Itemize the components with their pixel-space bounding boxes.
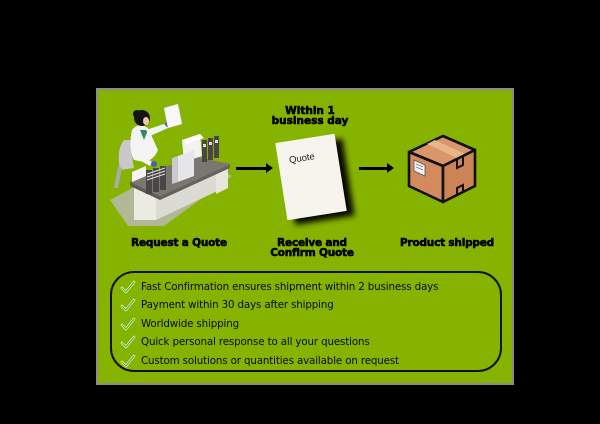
quote-document-text: Quote bbox=[288, 151, 316, 167]
checkmark-icon bbox=[120, 298, 136, 312]
benefit-item: Worldwide shipping bbox=[120, 315, 239, 333]
benefit-item: Fast Confirmation ensures shipment withi… bbox=[120, 278, 438, 296]
timing-note-line2: business day bbox=[271, 115, 349, 127]
checkmark-icon bbox=[120, 335, 136, 349]
right-arrow-icon bbox=[236, 163, 273, 173]
process-panel: Within 1 business day Quote Request a Qu… bbox=[96, 88, 514, 385]
step-label-product-shipped: Product shipped bbox=[400, 237, 495, 249]
step-label-confirm-line1: Receive and bbox=[277, 237, 347, 249]
step-label-confirm-quote: Receive and Confirm Quote bbox=[258, 237, 366, 259]
benefit-item: Payment within 30 days after shipping bbox=[120, 296, 334, 314]
step-label-request-quote: Request a Quote bbox=[131, 237, 228, 249]
benefit-item: Quick personal response to all your ques… bbox=[120, 333, 370, 351]
right-arrow-icon bbox=[359, 163, 394, 173]
benefit-item: Custom solutions or quantities available… bbox=[120, 352, 399, 370]
cardboard-box-icon bbox=[407, 134, 477, 204]
benefit-text: Quick personal response to all your ques… bbox=[141, 336, 370, 348]
benefit-text: Payment within 30 days after shipping bbox=[141, 299, 334, 311]
benefits-box bbox=[110, 271, 502, 372]
timing-note-line1: Within 1 bbox=[285, 105, 335, 117]
benefit-text: Custom solutions or quantities available… bbox=[141, 355, 399, 367]
benefit-text: Fast Confirmation ensures shipment withi… bbox=[141, 281, 439, 293]
benefit-text: Worldwide shipping bbox=[141, 318, 239, 330]
quote-document-icon: Quote bbox=[275, 133, 347, 221]
checkmark-icon bbox=[120, 317, 136, 331]
office-worker-desk-icon bbox=[110, 104, 232, 226]
timing-note: Within 1 business day bbox=[264, 105, 356, 127]
checkmark-icon bbox=[120, 354, 136, 368]
checkmark-icon bbox=[120, 280, 136, 294]
step-label-confirm-line2: Confirm Quote bbox=[270, 247, 354, 259]
